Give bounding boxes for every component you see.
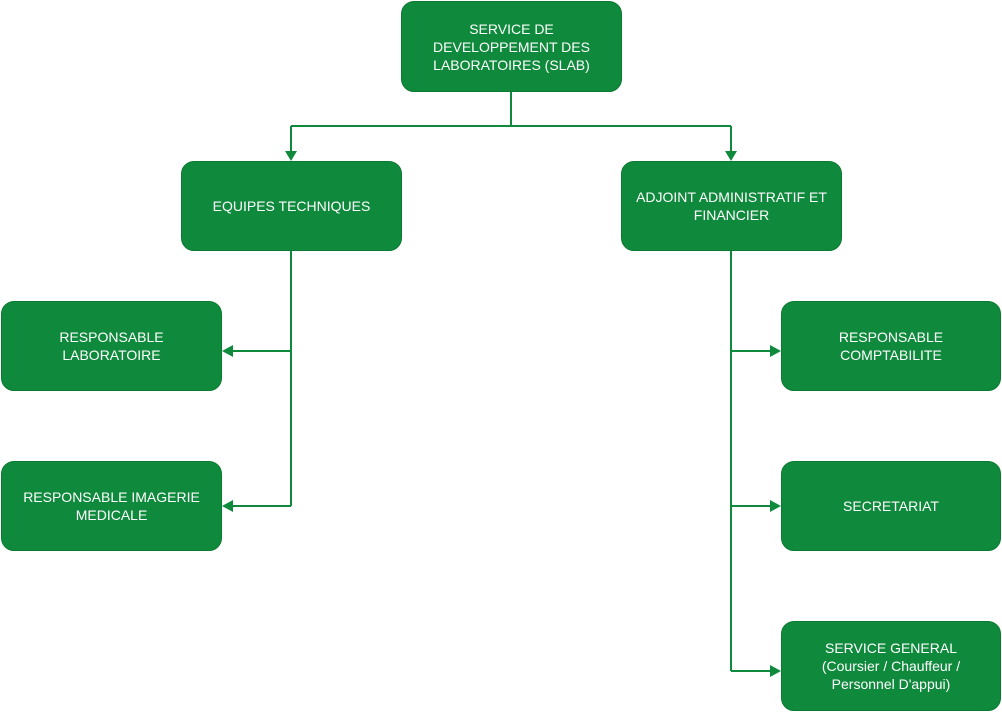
- arrowhead-service-general: [770, 665, 781, 677]
- node-responsable-comptabilite[interactable]: RESPONSABLE COMPTABILITE: [781, 301, 1001, 391]
- node-slab[interactable]: SERVICE DE DEVELOPPEMENT DES LABORATOIRE…: [401, 1, 622, 92]
- node-responsable-imagerie-line-2: MEDICALE: [75, 507, 148, 523]
- node-service-general-line-2: (Coursier / Chauffeur /: [821, 658, 961, 674]
- node-responsable-laboratoire-line-1: RESPONSABLE: [59, 329, 164, 345]
- node-slab-line-3: LABORATOIRES (SLAB): [433, 56, 590, 73]
- arrowhead-comptabilite: [770, 345, 781, 357]
- node-responsable-comptabilite-line-1: RESPONSABLE: [838, 329, 944, 345]
- node-responsable-laboratoire-line-2: LABORATOIRE: [62, 347, 161, 363]
- node-service-general[interactable]: SERVICE GENERAL (Coursier / Chauffeur / …: [781, 621, 1001, 711]
- arrowhead-imagerie: [222, 500, 233, 512]
- node-slab-line-2: DEVELOPPEMENT DES: [433, 38, 590, 55]
- node-secretariat[interactable]: SECRETARIAT: [781, 461, 1001, 551]
- node-adjoint-administratif-line-2: FINANCIER: [693, 207, 770, 223]
- arrowhead-adjoint: [725, 151, 737, 161]
- node-equipes-techniques-line-1: EQUIPES TECHNIQUES: [212, 198, 371, 214]
- node-responsable-imagerie-line-1: RESPONSABLE IMAGERIE: [23, 489, 200, 505]
- node-responsable-laboratoire[interactable]: RESPONSABLE LABORATOIRE: [1, 301, 222, 391]
- node-secretariat-line-1: SECRETARIAT: [843, 498, 939, 514]
- arrowhead-equipes: [285, 151, 297, 161]
- node-slab-line-1: SERVICE DE: [469, 20, 554, 37]
- node-equipes-techniques[interactable]: EQUIPES TECHNIQUES: [181, 161, 402, 251]
- arrowhead-labo: [222, 345, 233, 357]
- arrowhead-secretariat: [770, 500, 781, 512]
- node-responsable-comptabilite-line-2: COMPTABILITE: [840, 347, 942, 363]
- node-adjoint-administratif[interactable]: ADJOINT ADMINISTRATIF ET FINANCIER: [621, 161, 842, 251]
- node-responsable-imagerie[interactable]: RESPONSABLE IMAGERIE MEDICALE: [1, 461, 222, 551]
- node-adjoint-administratif-line-1: ADJOINT ADMINISTRATIF ET: [636, 189, 827, 205]
- node-service-general-line-3: Personnel D'appui): [831, 676, 951, 692]
- node-service-general-line-1: SERVICE GENERAL: [824, 640, 957, 656]
